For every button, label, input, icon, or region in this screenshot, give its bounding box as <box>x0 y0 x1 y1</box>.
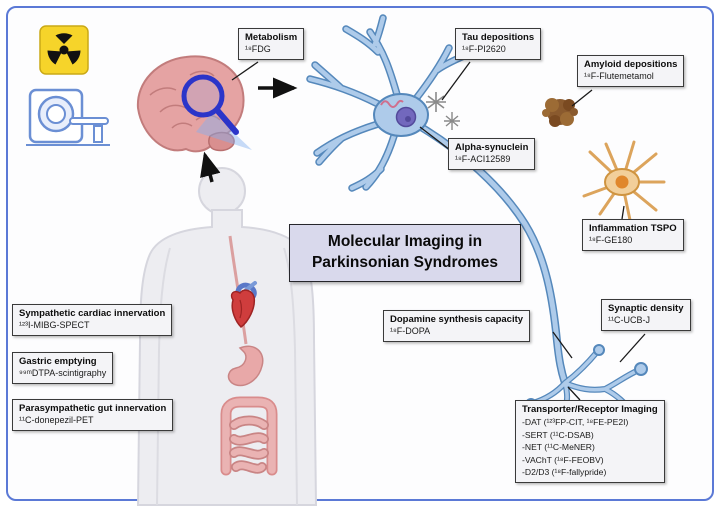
amyloid-plaque-illustration <box>542 98 578 127</box>
figure-title-line2: Parkinsonian Syndromes <box>311 253 499 271</box>
label-tau: Tau depositions ¹⁸F-PI2620 <box>455 28 542 61</box>
brain-folds <box>149 70 221 129</box>
connector-tau <box>441 61 471 101</box>
plaque-lump <box>570 108 578 116</box>
label-gut-innervation: Parasympathetic gut innervation ¹¹C-done… <box>12 399 174 432</box>
label-transporter-item: -D2/D3 (¹⁸F-fallypride) <box>522 467 607 478</box>
label-tracer: ¹⁸F-DOPA <box>390 326 431 337</box>
label-transporter-item: -VAChT (¹⁸F-FEOBV) <box>522 454 604 465</box>
label-tracer: ¹⁸F-GE180 <box>589 235 633 246</box>
label-title: Gastric emptying <box>19 356 97 367</box>
plaque-lump <box>549 115 561 127</box>
tangle-large <box>426 92 446 112</box>
label-tracer: ¹¹C-donepezil-PET <box>19 415 94 426</box>
trefoil-blade-left <box>47 50 62 65</box>
coronary-vessel <box>239 299 243 319</box>
trefoil-center <box>59 45 69 55</box>
astrocyte-processes <box>582 140 666 222</box>
pulmonary-vessel <box>244 281 257 292</box>
arrow-body-to-brain <box>200 151 221 183</box>
label-title: Dopamine synthesis capacity <box>390 314 524 325</box>
intestines-illustration <box>220 396 278 476</box>
scanner-bore-inner <box>46 104 66 124</box>
label-synaptic-density: Synaptic density ¹¹C-UCB-J <box>601 299 691 332</box>
scanner-bed-support <box>93 125 103 143</box>
astrocyte-nucleus <box>615 175 629 189</box>
neuron-nucleolus <box>405 116 411 122</box>
plaque-lump <box>542 109 550 117</box>
scanner-bed <box>69 117 109 125</box>
label-title: Alpha-synuclein <box>455 142 529 153</box>
magnifier-beam <box>196 112 252 150</box>
label-tracer: ¹¹C-UCB-J <box>608 315 650 326</box>
label-title: Amyloid depositions <box>584 59 678 70</box>
connector-inflammation <box>621 205 625 220</box>
label-tracer: ¹⁸FDG <box>245 44 271 55</box>
body-arm-lines <box>156 247 298 506</box>
dendrites-fill <box>307 15 469 191</box>
terminal-bouton <box>593 344 605 356</box>
label-title: Inflammation TSPO <box>589 223 677 234</box>
trefoil-blade-top <box>55 33 73 44</box>
plaque-lump <box>545 98 559 112</box>
label-tracer: ⁹⁹ᵐDTPA-scintigraphy <box>19 368 107 379</box>
label-transporter-item: -NET (¹¹C-MeNER) <box>522 442 595 453</box>
connector-dopamine <box>552 331 573 359</box>
label-tracer: ¹⁸F-Flutemetamol <box>584 71 654 82</box>
tau-tangle-icon <box>426 92 460 130</box>
label-inflammation: Inflammation TSPO ¹⁸F-GE180 <box>582 219 684 252</box>
figure-title-line1: Molecular Imaging in <box>327 233 483 250</box>
label-transporter-item: -SERT (¹¹C-DSAB) <box>522 429 594 440</box>
figure-title: Molecular Imaging in Parkinsonian Syndro… <box>289 224 521 282</box>
label-title: Metabolism <box>245 32 298 43</box>
label-title: Synaptic density <box>608 303 684 314</box>
radiation-hazard-icon <box>39 25 89 75</box>
label-alpha-synuclein: Alpha-synuclein ¹⁸F-ACI12589 <box>448 138 536 171</box>
label-cardiac-innervation: Sympathetic cardiac innervation ¹²³I-MIB… <box>12 304 173 337</box>
label-amyloid: Amyloid depositions ¹⁸F-Flutemetamol <box>577 55 685 88</box>
plaque-lump <box>563 99 575 111</box>
heart-illustration <box>230 281 257 328</box>
heart-body <box>230 289 256 328</box>
label-metabolism: Metabolism ¹⁸FDG <box>238 28 305 61</box>
plaque-lump <box>560 112 574 126</box>
small-bowel-fill <box>230 417 268 472</box>
label-title: Sympathetic cardiac innervation <box>19 308 166 319</box>
label-transporter-item: -DAT (¹²³FP-CIT, ¹⁸FE-PE2I) <box>522 417 629 428</box>
connector-metabolism <box>231 61 259 81</box>
connector-amyloid <box>571 89 593 107</box>
terminal-bouton <box>634 362 648 376</box>
connector-alpha-synuclein <box>419 126 451 151</box>
pet-ct-scanner-icon <box>26 88 110 146</box>
colon-fill <box>222 398 276 474</box>
magnifier-lens <box>181 74 225 118</box>
connector-transporter <box>567 386 581 401</box>
label-tracer: ¹⁸F-ACI12589 <box>455 154 511 165</box>
magnifier-handle <box>214 107 239 135</box>
label-transporter-receptor: Transporter/Receptor Imaging -DAT (¹²³FP… <box>515 400 665 483</box>
tangle-small <box>444 112 460 130</box>
astrocyte-illustration <box>582 140 666 222</box>
label-title: Transporter/Receptor Imaging <box>522 404 658 415</box>
label-title: Parasympathetic gut innervation <box>19 403 167 414</box>
label-tracer: ¹²³I-MIBG-SPECT <box>19 320 90 331</box>
alpha-synuclein-aggregate <box>380 99 404 108</box>
body-head <box>198 167 246 215</box>
connector-synaptic <box>619 333 646 363</box>
esophagus <box>228 235 248 345</box>
label-gastric-emptying: Gastric emptying ⁹⁹ᵐDTPA-scintigraphy <box>12 352 114 385</box>
label-title: Tau depositions <box>462 32 535 43</box>
stomach-illustration <box>227 345 264 387</box>
label-tracer: ¹⁸F-PI2620 <box>462 44 506 55</box>
trefoil-blade-right <box>66 50 81 65</box>
magnifying-glass-icon <box>181 74 252 150</box>
label-dopamine-synthesis: Dopamine synthesis capacity ¹⁸F-DOPA <box>383 310 531 343</box>
connector-lines <box>231 61 646 401</box>
brain-cerebellum <box>208 131 235 152</box>
